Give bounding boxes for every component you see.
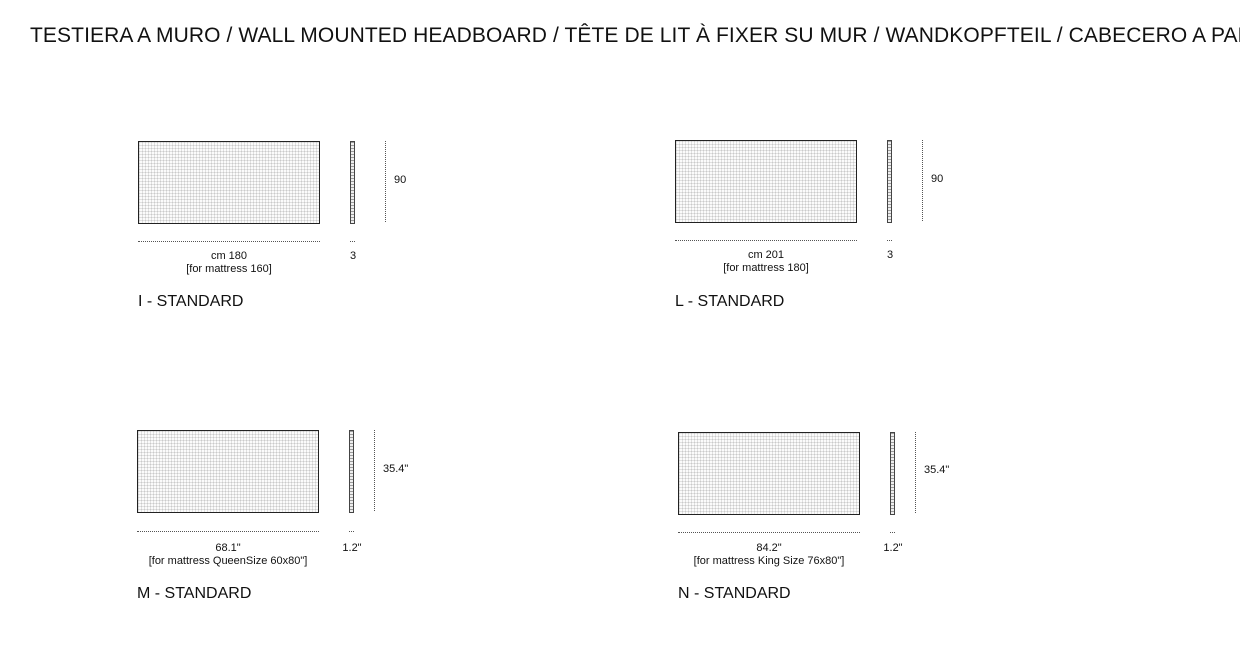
height-label: 35.4"	[383, 463, 409, 475]
depth-dimension-line	[349, 531, 354, 532]
page-title: TESTIERA A MURO / WALL MOUNTED HEADBOARD…	[30, 24, 1240, 47]
width-label: cm 180 [for mattress 160]	[98, 250, 360, 276]
depth-dimension-line	[350, 241, 355, 242]
depth-dimension-line	[890, 532, 895, 533]
height-dimension-line	[385, 141, 386, 222]
depth-dimension-line	[887, 240, 892, 241]
height-dimension-line	[922, 140, 923, 221]
mattress-note: [for mattress QueenSize 60x80"]	[148, 555, 308, 567]
model-name: M - STANDARD	[137, 585, 252, 602]
mattress-note: [for mattress 180]	[723, 262, 809, 274]
model-m-drawing: 35.4" 1.2" 68.1" [for mattress QueenSize…	[137, 430, 597, 620]
depth-label: 3	[886, 249, 894, 261]
depth-label: 1.2"	[342, 542, 362, 554]
width-label: 84.2" [for mattress King Size 76x80"]	[638, 542, 900, 568]
width-value: 84.2"	[756, 542, 782, 554]
width-dimension-line	[138, 241, 320, 242]
model-name: L - STANDARD	[675, 293, 785, 310]
width-dimension-line	[137, 531, 319, 532]
model-l-drawing: 90 3 cm 201 [for mattress 180] L - STAND…	[675, 140, 1135, 330]
side-view	[349, 430, 354, 513]
mattress-note: [for mattress King Size 76x80"]	[693, 555, 845, 567]
width-dimension-line	[678, 532, 860, 533]
height-label: 90	[394, 174, 407, 186]
front-view	[138, 141, 320, 224]
front-view	[678, 432, 860, 515]
mattress-note: [for mattress 160]	[186, 263, 272, 275]
model-n-drawing: 35.4" 1.2" 84.2" [for mattress King Size…	[678, 432, 1138, 622]
side-view	[350, 141, 355, 224]
model-name: I - STANDARD	[138, 293, 244, 310]
height-label: 90	[931, 173, 944, 185]
width-value: 68.1"	[215, 542, 241, 554]
side-view	[890, 432, 895, 515]
height-label: 35.4"	[924, 464, 950, 476]
width-label: 68.1" [for mattress QueenSize 60x80"]	[97, 542, 359, 568]
width-value: cm 201	[747, 249, 785, 261]
side-view	[887, 140, 892, 223]
depth-label: 1.2"	[883, 542, 903, 554]
width-value: cm 180	[210, 250, 248, 262]
width-dimension-line	[675, 240, 857, 241]
height-dimension-line	[915, 432, 916, 513]
width-label: cm 201 [for mattress 180]	[635, 249, 897, 275]
depth-label: 3	[349, 250, 357, 262]
model-i-drawing: 90 3 cm 180 [for mattress 160] I - STAND…	[138, 141, 598, 331]
front-view	[137, 430, 319, 513]
height-dimension-line	[374, 430, 375, 511]
front-view	[675, 140, 857, 223]
model-name: N - STANDARD	[678, 585, 791, 602]
